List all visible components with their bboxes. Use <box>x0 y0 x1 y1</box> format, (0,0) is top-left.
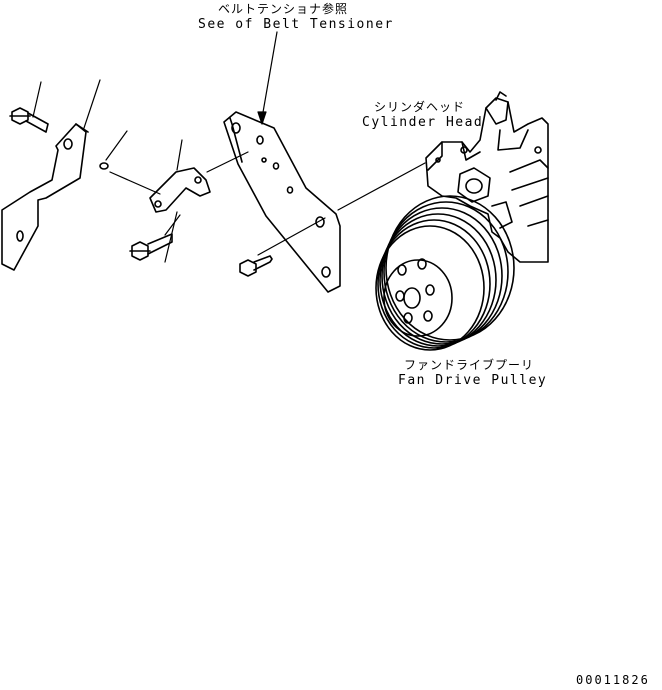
fan-pulley-label-jp: ファンドライブプーリ <box>404 358 535 372</box>
fan-pulley-label-en: Fan Drive Pulley <box>398 373 548 388</box>
bolt-plate <box>239 255 273 277</box>
tensioner-plate <box>223 111 341 293</box>
left-bracket <box>1 123 89 271</box>
belt-tensioner-label-jp: ベルトテンショナ参照 <box>218 2 349 16</box>
bolt-upper-left <box>9 107 49 133</box>
figure-number: 00011826 <box>576 673 650 687</box>
cylinder-head-label-jp: シリンダヘッド <box>374 100 466 114</box>
cylinder-head <box>425 91 549 263</box>
middle-bracket <box>149 167 211 213</box>
bolt-lower <box>129 233 173 261</box>
washer <box>99 162 109 170</box>
cylinder-head-label-en: Cylinder Head <box>362 115 484 130</box>
leader-lines <box>32 31 426 263</box>
belt-tensioner-label-en: See of Belt Tensioner <box>198 17 394 32</box>
fan-drive-pulley <box>375 195 515 351</box>
